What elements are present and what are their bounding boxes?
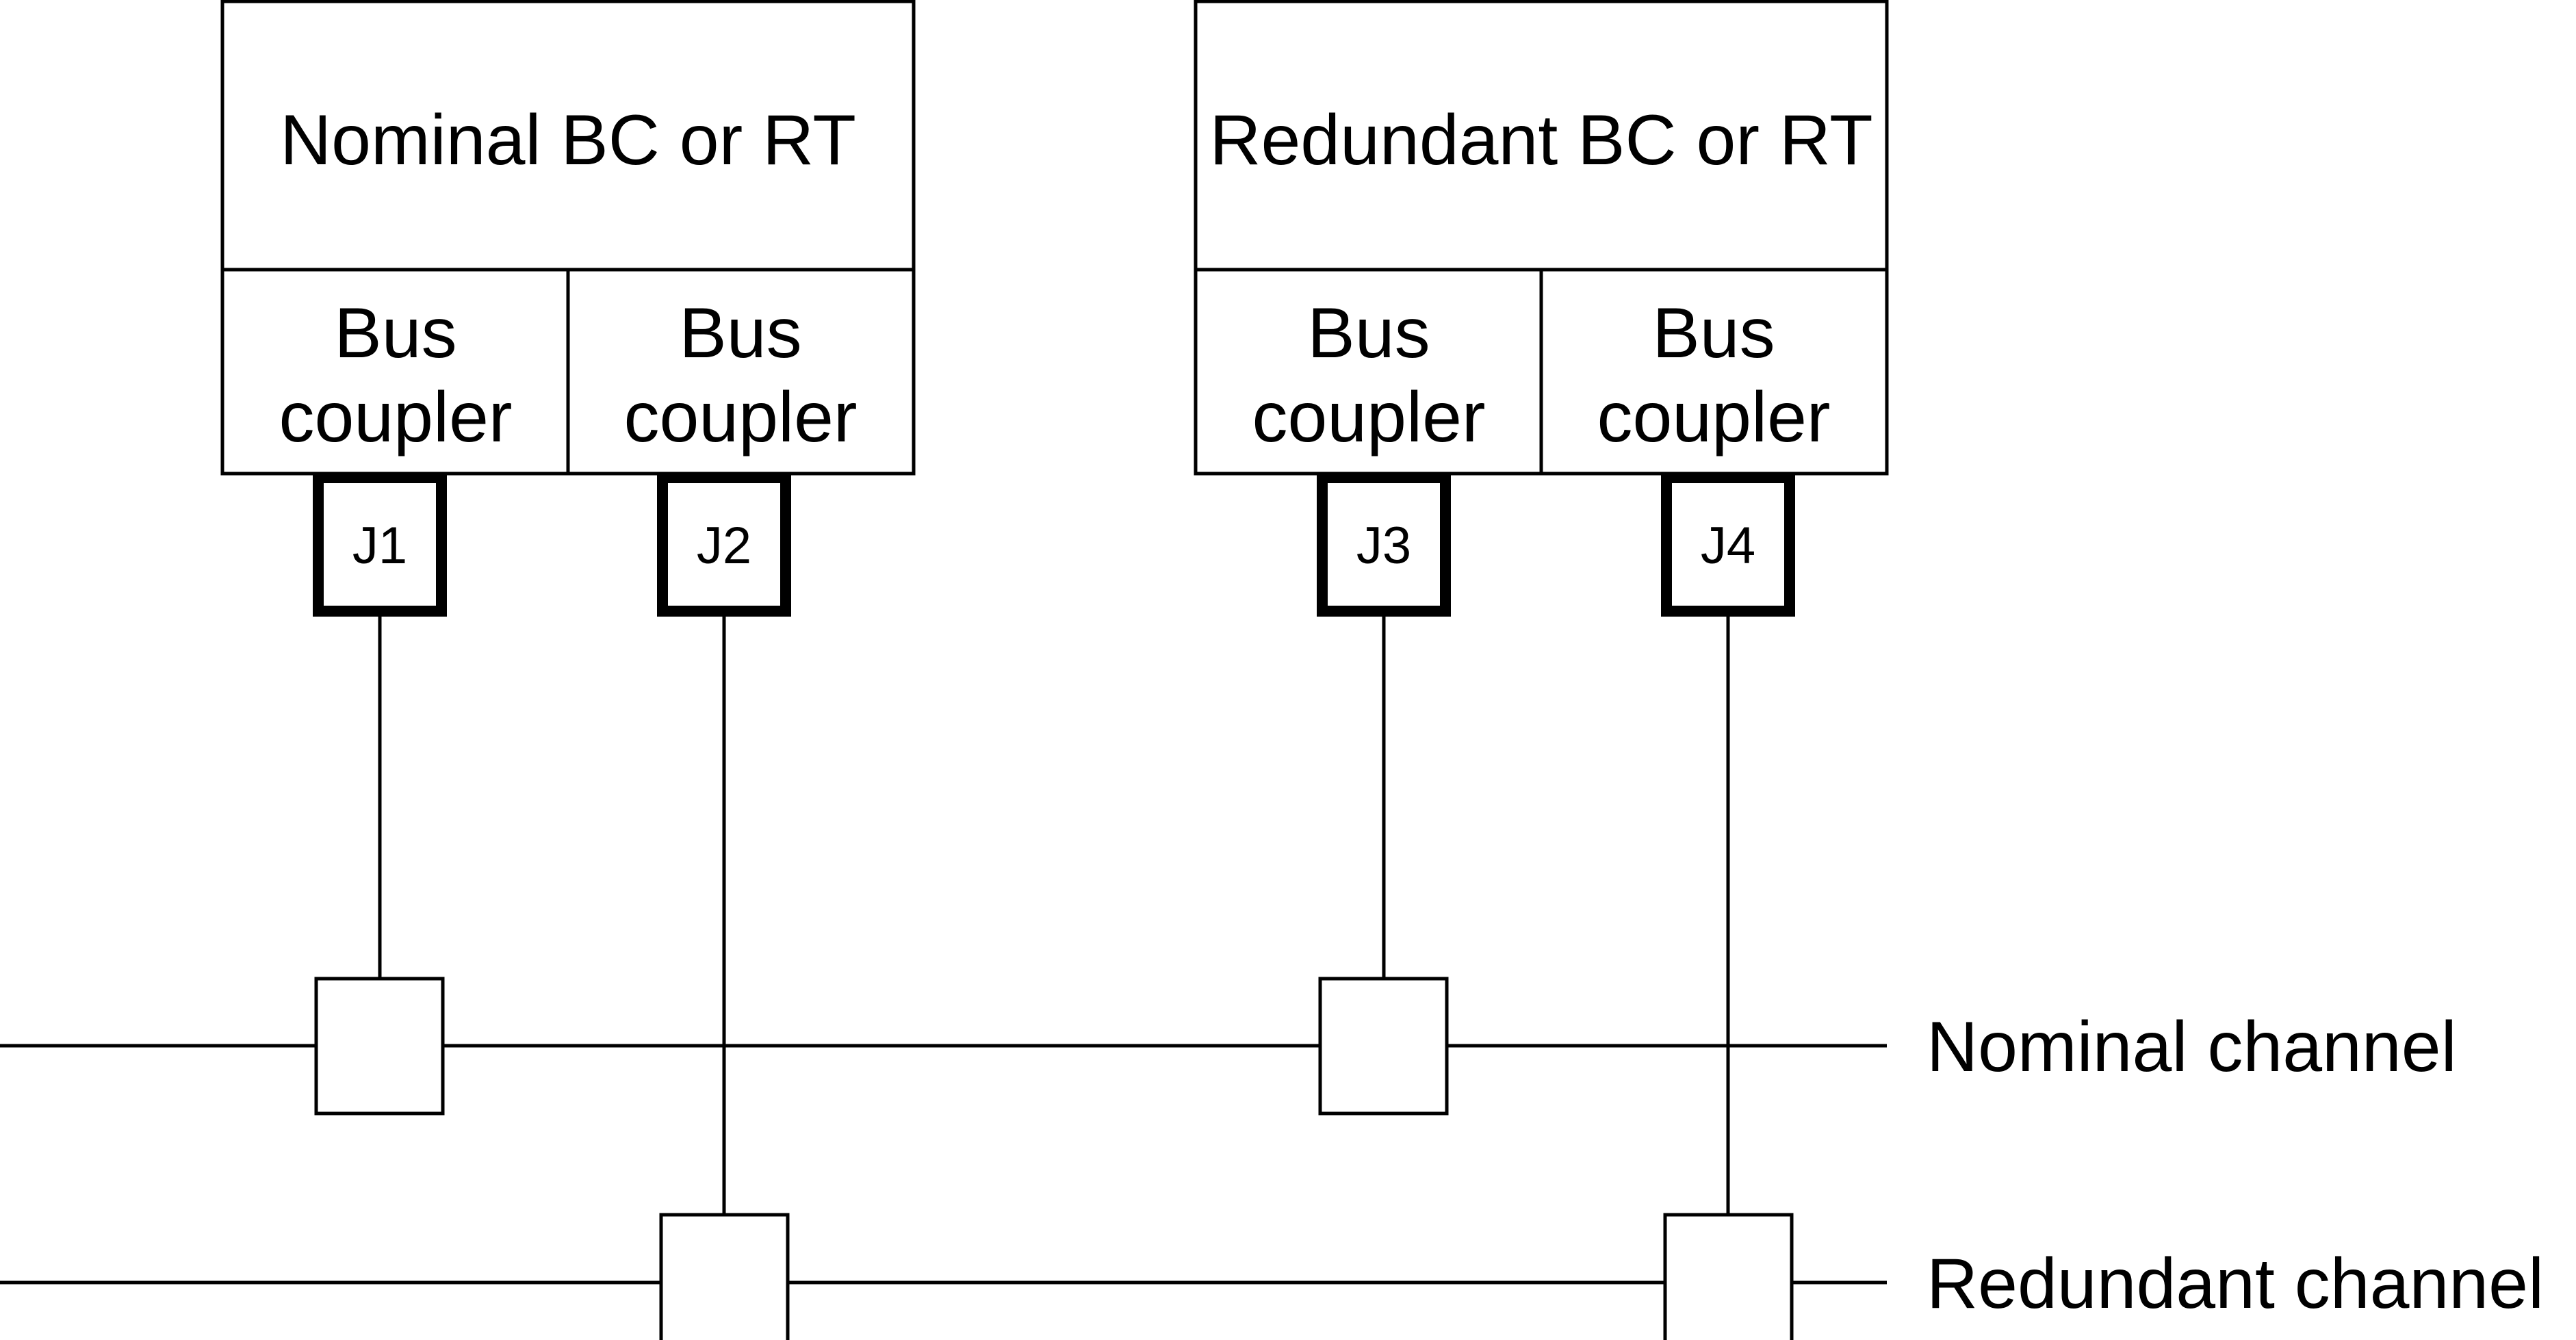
connector-j4-label: J4: [1701, 517, 1755, 575]
connector-j4-box: [1661, 472, 1795, 617]
coupler-label-1b: coupler: [279, 378, 512, 457]
connector-j2-label: J2: [697, 517, 751, 575]
coupler-label-3b: coupler: [1252, 378, 1485, 457]
connector-j3: J3: [1317, 472, 1451, 617]
connector-j2: J2: [657, 472, 791, 617]
redundant-unit: Redundant BC or RT Bus coupler Bus coupl…: [1194, 0, 1889, 476]
redundant-tap-j2: [659, 1213, 790, 1340]
coupler-label-3a: Bus: [1307, 294, 1430, 373]
redundant-unit-title: Redundant BC or RT: [1209, 101, 1872, 180]
nominal-tap-j3: [1318, 977, 1449, 1116]
connector-j3-box: [1317, 472, 1451, 617]
connector-j3-label: J3: [1356, 517, 1411, 575]
coupler-label-1a: Bus: [334, 294, 456, 373]
redundant-unit-box: [1194, 0, 1889, 272]
connector-j2-box: [657, 472, 791, 617]
redundant-channel-label: Redundant channel: [1927, 1244, 2544, 1324]
nominal-tap-j1: [314, 977, 445, 1116]
connector-j1-box: [313, 472, 447, 617]
redundant-unit-coupler-a: [1194, 268, 1543, 476]
connector-j1: J1: [313, 472, 447, 617]
nominal-unit: Nominal BC or RT Bus coupler Bus coupler: [220, 0, 916, 476]
connector-j1-label: J1: [352, 517, 407, 575]
coupler-label-2b: coupler: [623, 378, 857, 457]
coupler-label-4a: Bus: [1652, 294, 1775, 373]
redundant-unit-coupler-b: [1539, 268, 1889, 476]
redundant-tap-j4: [1663, 1213, 1794, 1340]
coupler-label-2a: Bus: [679, 294, 801, 373]
coupler-label-4b: coupler: [1597, 378, 1830, 457]
nominal-unit-title: Nominal BC or RT: [280, 101, 856, 180]
nominal-unit-coupler-b: [566, 268, 916, 476]
connector-j4: J4: [1661, 472, 1795, 617]
nominal-channel-label: Nominal channel: [1927, 1007, 2457, 1087]
